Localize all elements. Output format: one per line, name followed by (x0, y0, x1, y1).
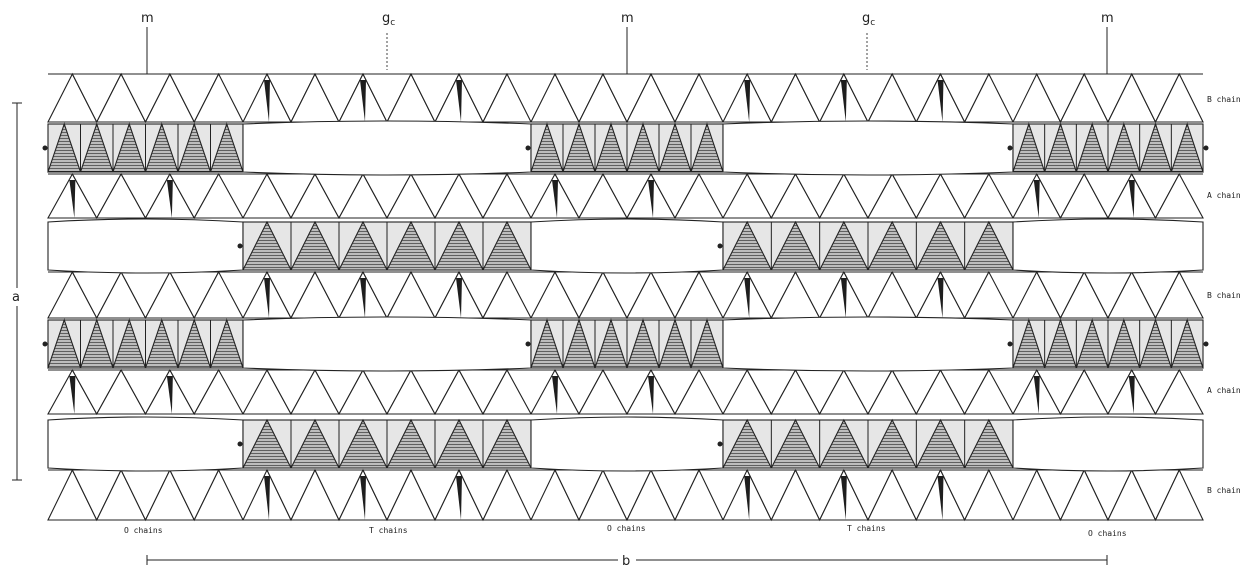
atom (1204, 342, 1209, 347)
channel (723, 317, 1013, 371)
atom (1204, 146, 1209, 151)
atom (718, 442, 723, 447)
chain-label: A chain (1207, 386, 1241, 395)
channel (723, 121, 1013, 175)
right-chain-labels: B chain A chain B chain A chain B chain (1207, 95, 1241, 495)
polyhedra-structure (43, 74, 1209, 520)
channel (531, 219, 723, 273)
chain-label: O chains (124, 526, 163, 535)
chain-label: T chains (369, 526, 408, 535)
channel (1013, 417, 1203, 471)
atom (43, 146, 48, 151)
chain-label: B chain (1207, 291, 1241, 300)
chain-label: A chain (1207, 191, 1241, 200)
symmetry-markers: m gc m gc m (141, 11, 1114, 74)
chain-label: T chains (847, 524, 886, 533)
atom (1008, 146, 1013, 151)
a-axis-label: a (12, 290, 20, 305)
atom (1008, 342, 1013, 347)
chain-label: B chain (1207, 95, 1241, 104)
atom (526, 342, 531, 347)
mirror-label: m (621, 11, 634, 26)
channel (48, 417, 243, 471)
glide-label: gc (382, 11, 395, 28)
atom (238, 244, 243, 249)
atom (718, 244, 723, 249)
b-axis: b (147, 551, 1107, 568)
atom (526, 146, 531, 151)
b-axis-label: b (622, 554, 630, 568)
chain-label: O chains (607, 524, 646, 533)
atom (238, 442, 243, 447)
a-axis: a (9, 103, 25, 480)
mirror-label: m (1101, 11, 1114, 26)
channel (531, 417, 723, 471)
atom (43, 342, 48, 347)
bottom-chain-labels: O chains T chains O chains T chains O ch… (124, 524, 1127, 538)
channel (243, 317, 531, 371)
chain-label: O chains (1088, 529, 1127, 538)
glide-label: gc (862, 11, 875, 28)
channel (48, 219, 243, 273)
channel (243, 121, 531, 175)
chain-label: B chain (1207, 486, 1241, 495)
mirror-label: m (141, 11, 154, 26)
channel (1013, 219, 1203, 273)
